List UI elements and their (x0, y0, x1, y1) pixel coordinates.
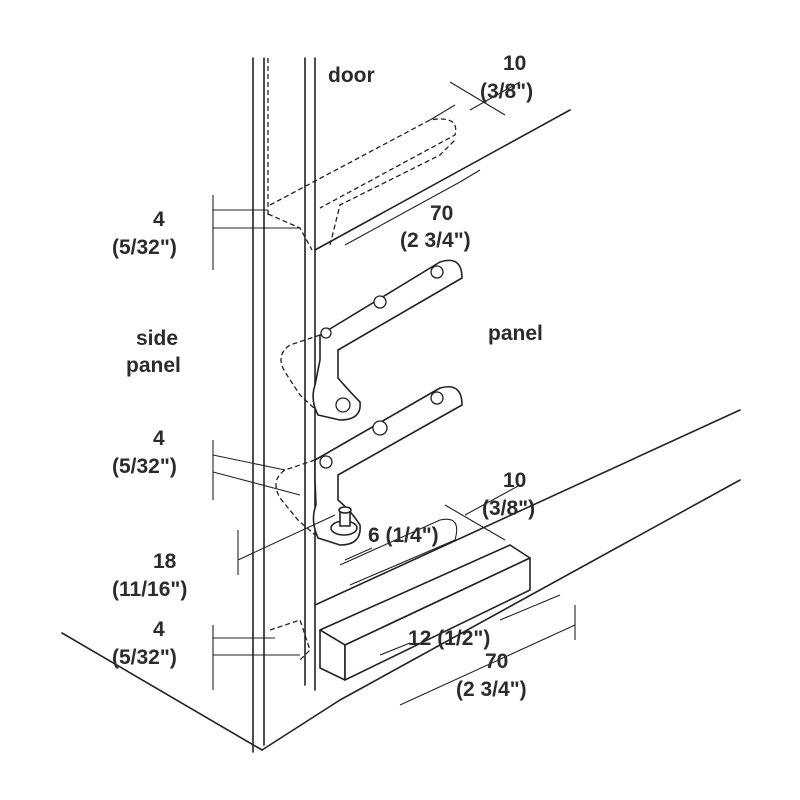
top-gap-mm: 4 (153, 208, 165, 231)
bottom-length-mm: 70 (485, 650, 508, 673)
pin-offset-mm: 18 (153, 550, 177, 573)
side-panel-outline (252, 57, 269, 753)
side-panel-label-line2: panel (126, 354, 181, 377)
top-depth-in: (3/8") (480, 80, 533, 103)
mid-gap-mm: 4 (153, 427, 165, 450)
top-depth-mm: 10 (503, 52, 526, 75)
dimension-lines (212, 81, 576, 706)
bottom-gap-mm: 4 (153, 618, 165, 641)
upper-hinge-plate (280, 259, 463, 421)
bottom-length-in: (2 3/4") (456, 678, 527, 701)
bottom-panel (61, 409, 741, 751)
top-gap-in: (5/32") (112, 236, 177, 259)
bottom-depth-in: (3/8") (482, 497, 535, 520)
lower-hinge-plate (275, 386, 463, 546)
door-label: door (328, 64, 375, 87)
bottom-depth-mm: 10 (503, 469, 526, 492)
panel-label: panel (488, 322, 543, 345)
door-outline (304, 57, 316, 691)
pin-diameter: 6 (1/4") (368, 524, 439, 547)
top-length-in: (2 3/4") (400, 229, 471, 252)
top-length-mm: 70 (430, 202, 453, 225)
mid-gap-in: (5/32") (112, 455, 177, 478)
pin-offset-in: (11/16") (112, 578, 187, 601)
side-panel-label-line1: side (136, 327, 178, 350)
bottom-width: 12 (1/2") (408, 627, 490, 650)
bottom-gap-in: (5/32") (112, 646, 177, 669)
